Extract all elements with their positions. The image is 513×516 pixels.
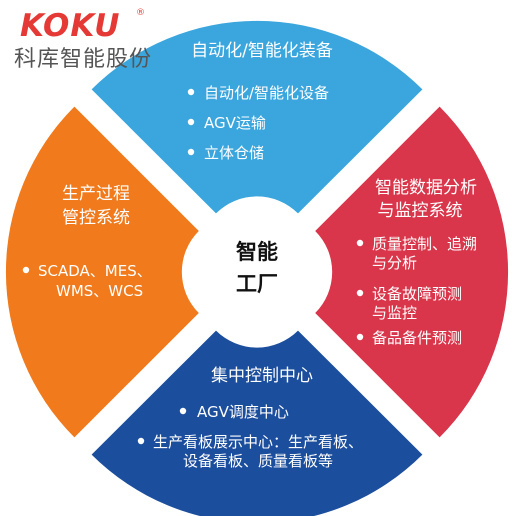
bullet-icon: [356, 289, 364, 297]
segment-right: [315, 106, 509, 438]
right-title-line2: 与监控系统: [378, 201, 463, 221]
company-name: 科库智能股份: [14, 47, 153, 72]
segment-bottom: [91, 330, 423, 516]
right-item: 与监控: [372, 304, 417, 322]
left-item: SCADA、MES、: [38, 262, 152, 280]
left-title-line2: 管控系统: [62, 208, 130, 228]
right-item: 与分析: [372, 254, 417, 272]
bottom-title: 集中控制中心: [211, 366, 313, 386]
bottom-item: AGV调度中心: [197, 403, 289, 421]
center-hub: [201, 216, 313, 328]
top-item: AGV运输: [204, 114, 266, 132]
registered-mark: ®: [136, 8, 145, 18]
top-item: 自动化/智能化设备: [204, 84, 329, 102]
segment-top: [91, 20, 423, 214]
bullet-icon: [187, 148, 195, 156]
bottom-item: 生产看板展示中心：生产看板、: [153, 433, 363, 451]
bullet-icon: [356, 333, 364, 341]
center-title-line1: 智能: [236, 240, 278, 264]
right-title-line1: 智能数据分析: [375, 178, 477, 198]
bottom-item: 设备看板、质量看板等: [183, 452, 333, 470]
right-item: 质量控制、追溯: [372, 235, 477, 253]
logo-mark: KOKU: [20, 8, 121, 44]
center-title-line2: 工厂: [236, 272, 278, 296]
right-item: 备品备件预测: [372, 329, 462, 347]
top-title: 自动化/智能化装备: [191, 41, 333, 61]
bullet-icon: [187, 118, 195, 126]
bullet-icon: [187, 88, 195, 96]
left-item: WMS、WCS: [56, 282, 143, 300]
bullet-icon: [22, 266, 30, 274]
bullet-icon: [137, 437, 145, 445]
segment-left: [5, 106, 199, 438]
left-title-line1: 生产过程: [62, 184, 130, 204]
right-item: 设备故障预测: [372, 285, 462, 303]
top-item: 立体仓储: [204, 144, 264, 162]
company-logo: KOKU ® 科库智能股份: [6, 6, 176, 76]
bullet-icon: [356, 239, 364, 247]
bullet-icon: [179, 407, 187, 415]
